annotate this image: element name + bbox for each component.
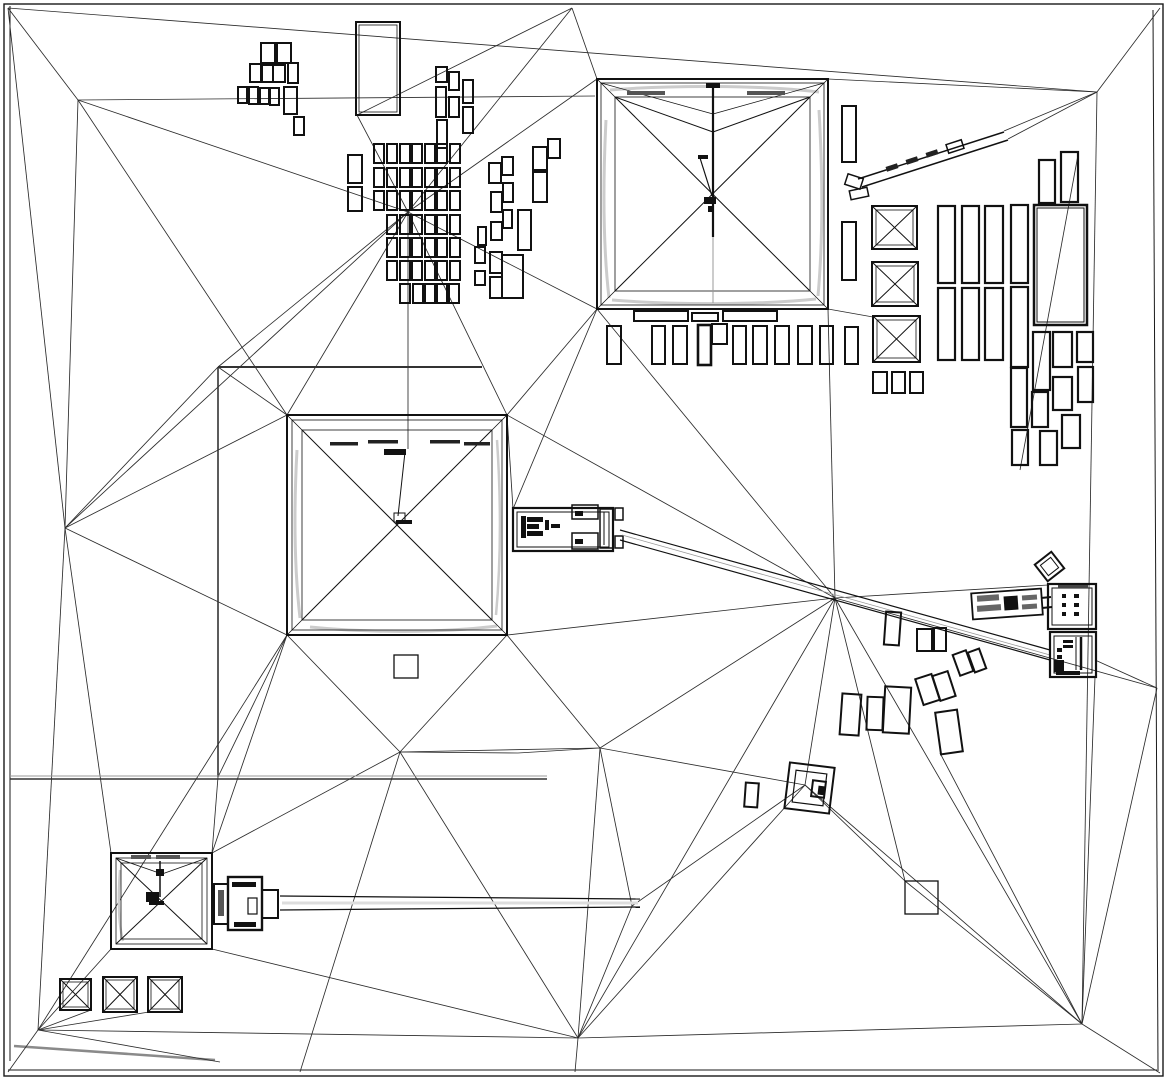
map-border	[3, 3, 1164, 1077]
western-cemetery	[237, 21, 561, 304]
khufu-satellites	[606, 105, 1009, 394]
eastern-cemetery	[936, 150, 1095, 467]
central-field-tombs	[743, 610, 988, 915]
khufu-pyramid	[596, 78, 829, 310]
sphinx-complex	[970, 550, 1098, 679]
triangulation-mesh	[7, 7, 1161, 1074]
khafre-complex	[286, 414, 1051, 679]
enclosure-walls	[10, 366, 547, 780]
menkaure-complex	[59, 852, 641, 1013]
